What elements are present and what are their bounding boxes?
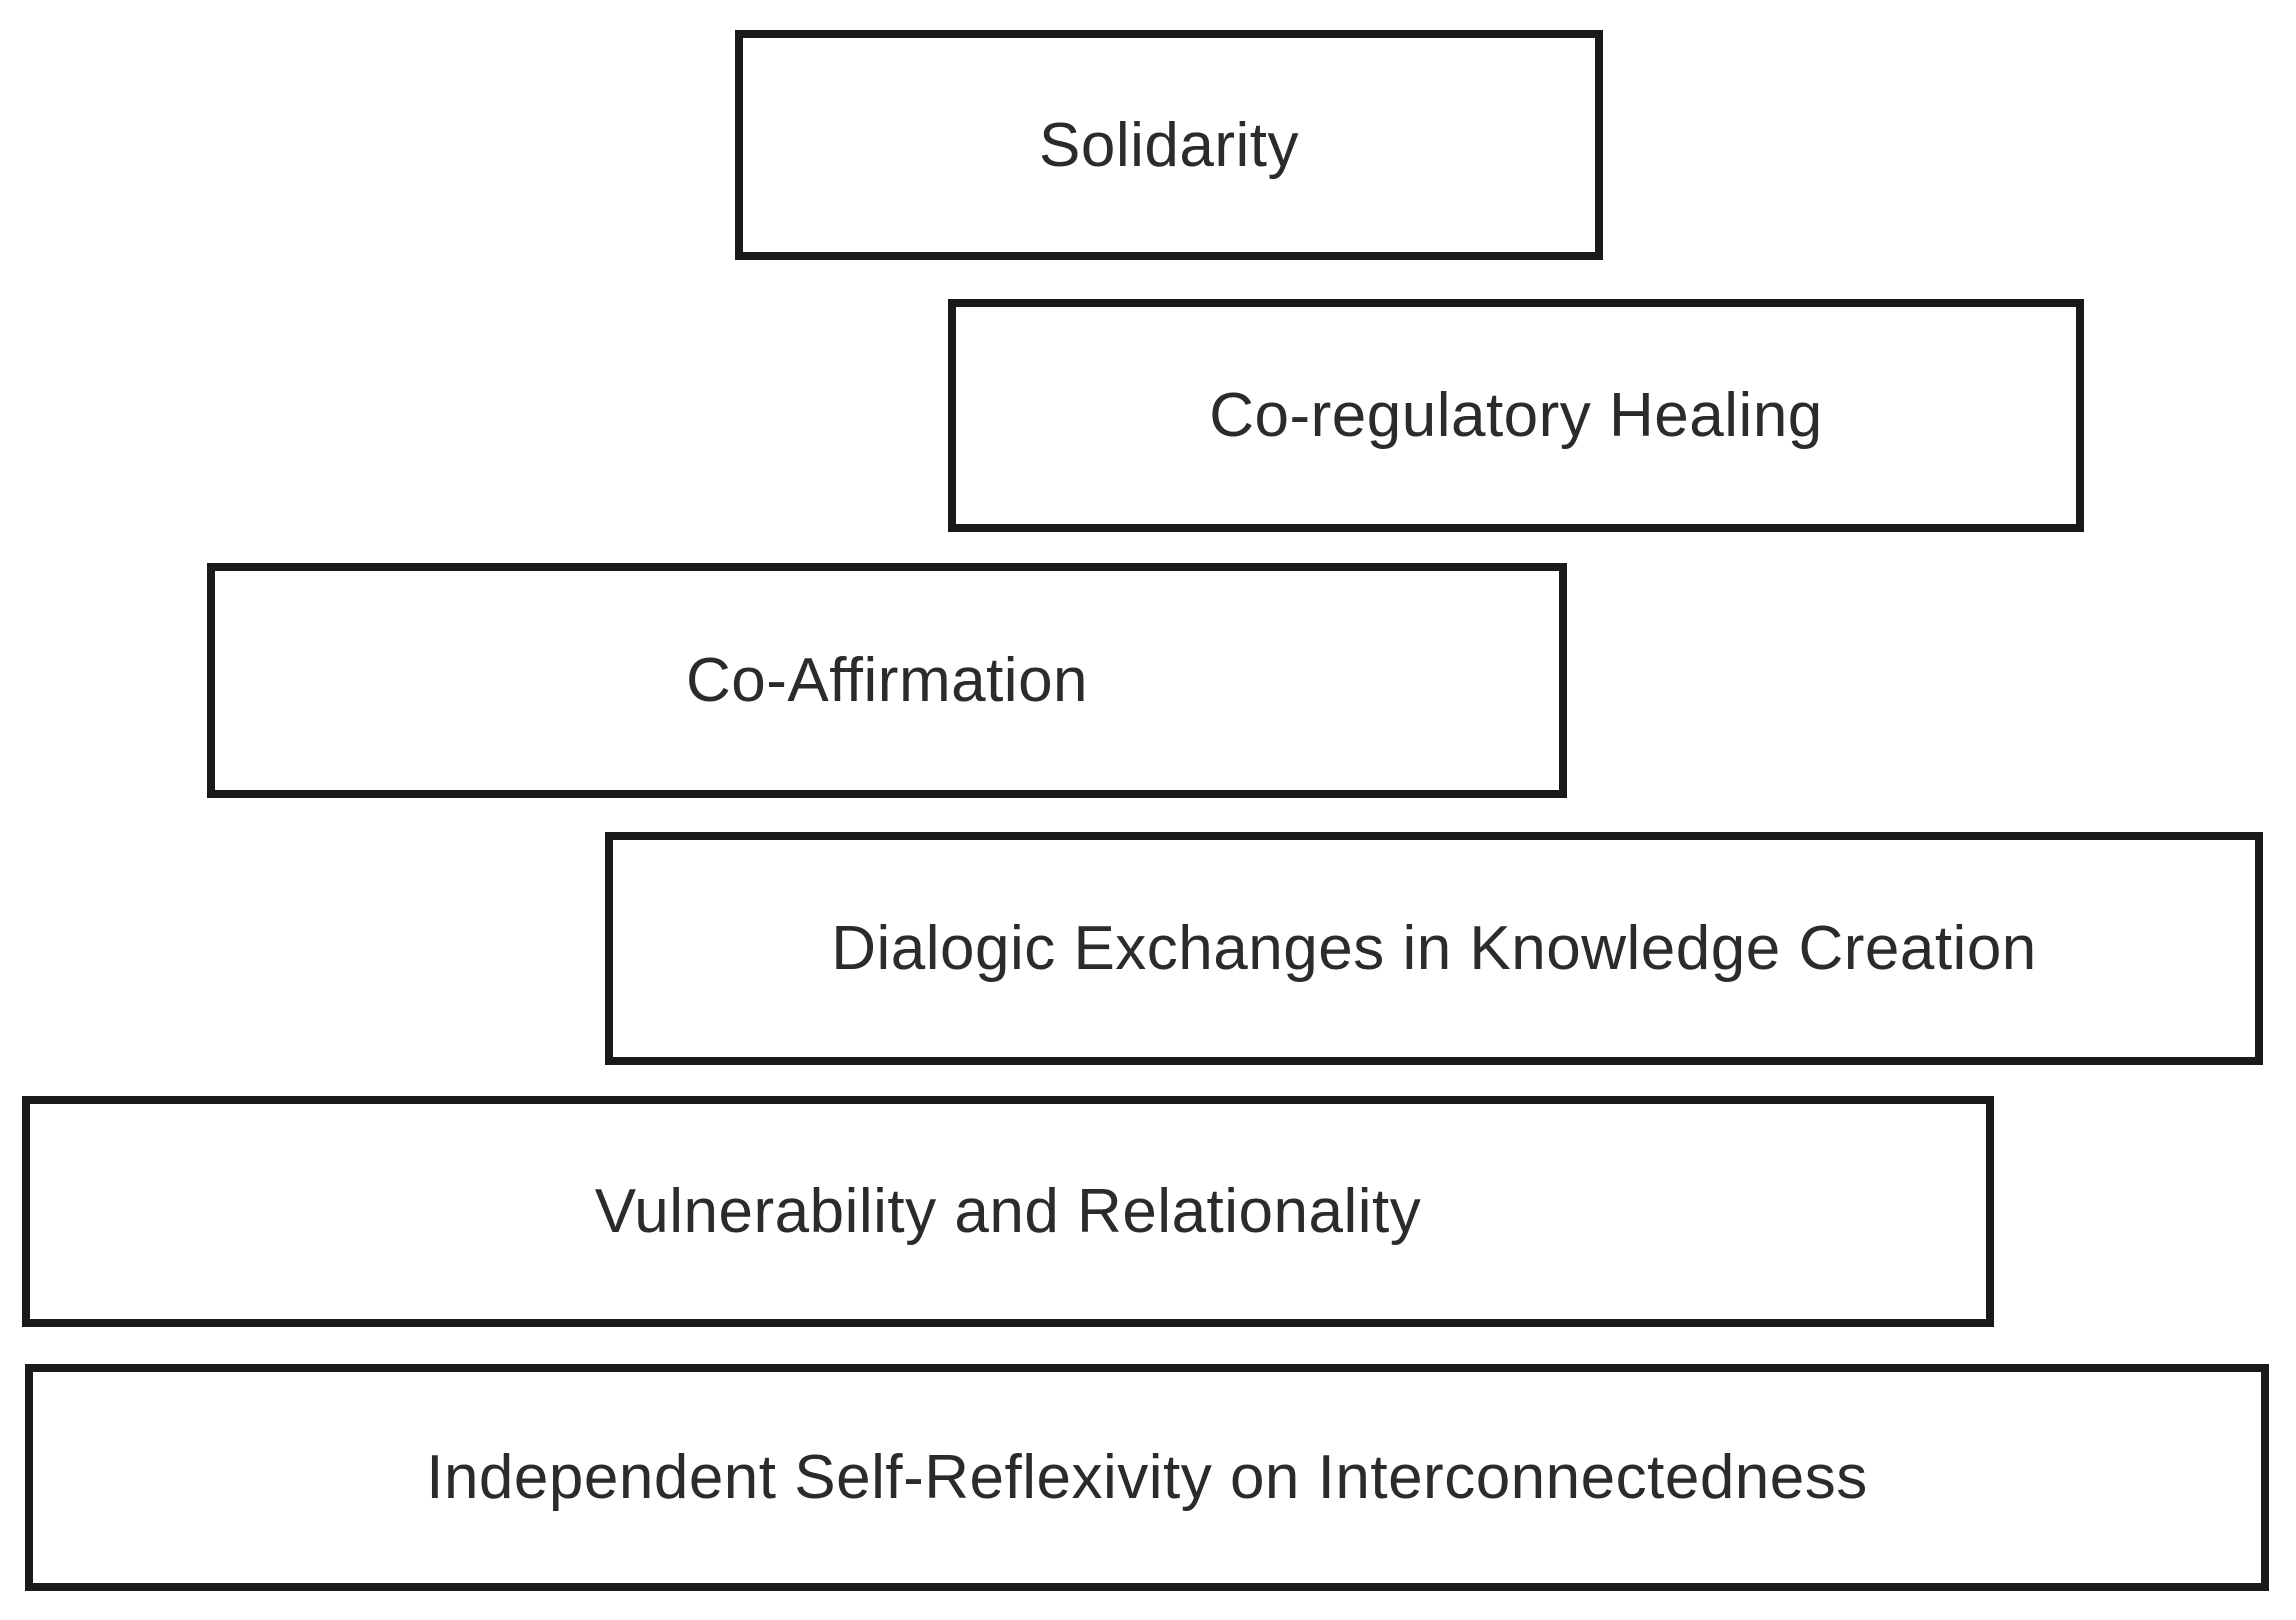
box-vulnerability-relationality-label: Vulnerability and Relationality	[594, 1177, 1422, 1246]
box-co-regulatory-healing: Co-regulatory Healing	[948, 299, 2084, 532]
box-solidarity: Solidarity	[735, 30, 1603, 260]
box-vulnerability-relationality: Vulnerability and Relationality	[22, 1096, 1994, 1327]
box-independent-self-reflexivity-label: Independent Self-Reflexivity on Intercon…	[426, 1443, 1868, 1512]
box-solidarity-label: Solidarity	[1039, 110, 1299, 180]
box-co-regulatory-healing-label: Co-regulatory Healing	[1209, 381, 1823, 450]
box-dialogic-exchanges-label: Dialogic Exchanges in Knowledge Creation	[831, 914, 2037, 983]
box-co-affirmation: Co-Affirmation	[207, 563, 1567, 798]
box-independent-self-reflexivity: Independent Self-Reflexivity on Intercon…	[25, 1364, 2269, 1591]
box-co-affirmation-label: Co-Affirmation	[685, 646, 1089, 715]
box-dialogic-exchanges: Dialogic Exchanges in Knowledge Creation	[605, 832, 2263, 1065]
